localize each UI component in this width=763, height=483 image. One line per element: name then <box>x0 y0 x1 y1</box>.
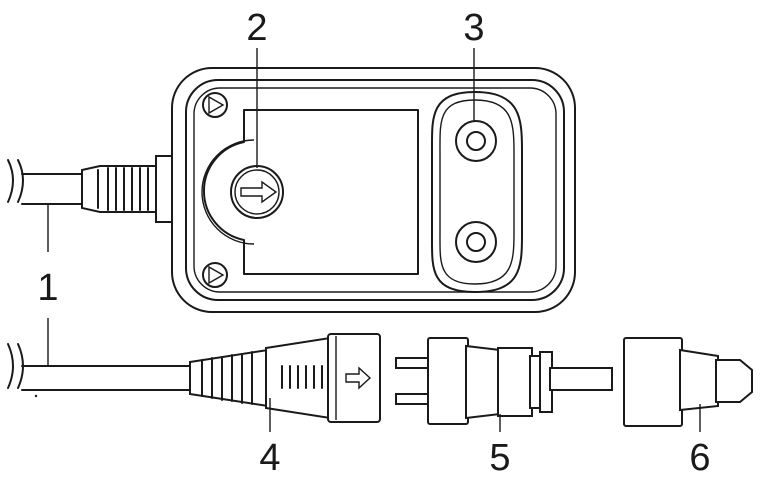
callout-4: 4 <box>259 437 280 478</box>
connector-head <box>327 333 381 423</box>
lower-cable <box>7 343 196 398</box>
upper-cable <box>7 159 86 205</box>
plug-adapter <box>395 337 613 425</box>
arrow-icon <box>345 366 372 390</box>
rating-plate <box>201 109 419 275</box>
screw-top-icon <box>202 92 228 118</box>
upper-strain-relief <box>81 155 177 223</box>
callout-5: 5 <box>489 437 510 478</box>
callout-6: 6 <box>689 437 710 478</box>
callout-1: 1 <box>37 267 58 309</box>
callout-2: 2 <box>246 7 267 49</box>
plug-tip <box>623 337 753 427</box>
callout-3: 3 <box>463 7 484 49</box>
leader-lines <box>47 48 701 432</box>
connector-strain-relief <box>189 336 331 420</box>
socket-outlet <box>430 91 523 293</box>
screw-bottom-icon <box>202 262 228 288</box>
